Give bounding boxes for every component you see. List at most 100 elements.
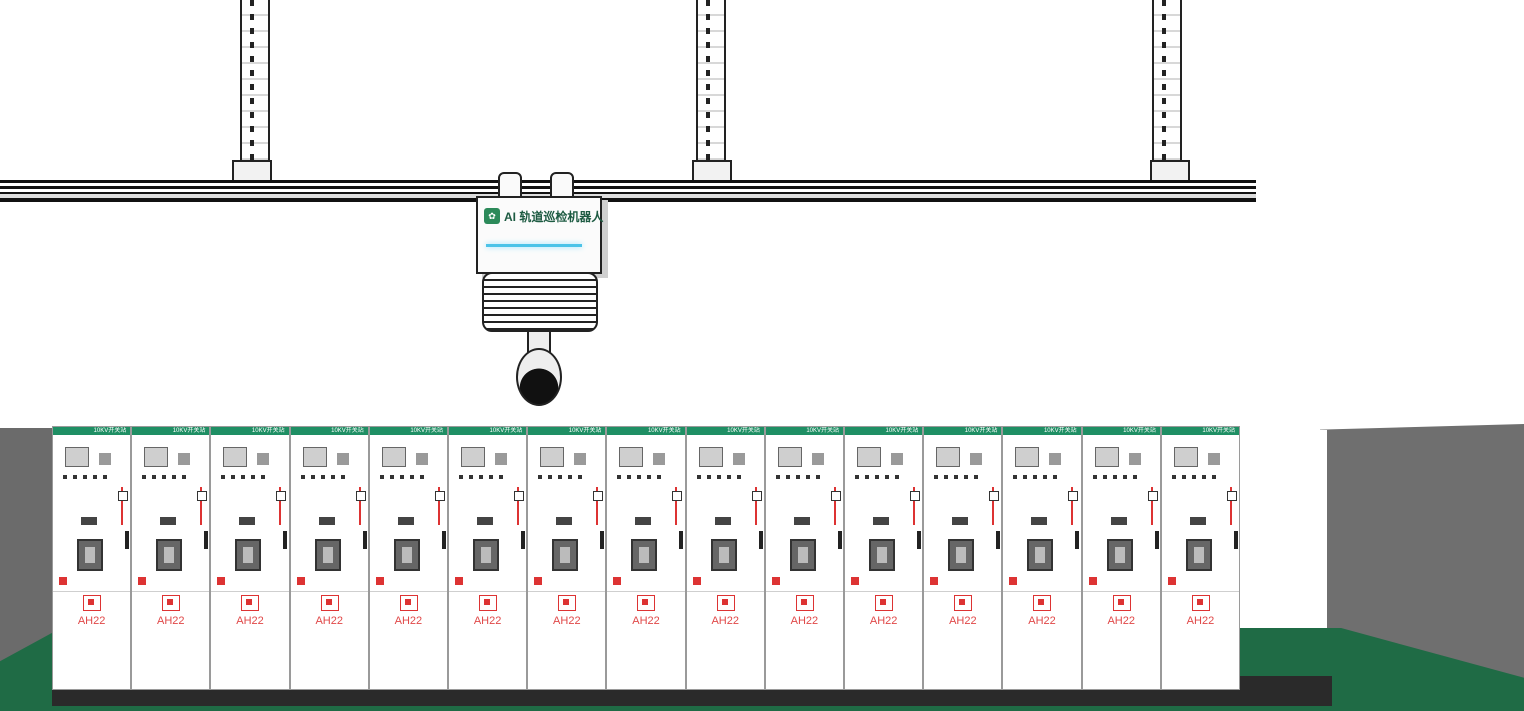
ceiling-column bbox=[1152, 0, 1182, 180]
cabinet-header: 10KV开关站 bbox=[845, 427, 923, 435]
breaker-window-icon bbox=[393, 539, 420, 571]
cabinet-switch-icon bbox=[477, 517, 494, 525]
cabinet-header: 10KV开关站 bbox=[369, 427, 448, 435]
ceiling-column bbox=[696, 0, 726, 180]
cabinet-switch-icon bbox=[635, 517, 652, 525]
inspection-rail-track bbox=[0, 180, 1256, 202]
cabinet-display-icon bbox=[857, 447, 882, 467]
warning-icon bbox=[771, 577, 780, 585]
cabinet-indicator-line bbox=[1068, 487, 1079, 525]
cabinet-display-icon bbox=[144, 447, 169, 467]
cabinet-label: AH22 bbox=[1107, 615, 1135, 627]
switchgear-cabinet[interactable]: 10KV开关站 AH22 bbox=[289, 426, 369, 690]
cabinet-door-handle bbox=[837, 531, 842, 549]
danger-sign-icon bbox=[1191, 595, 1210, 611]
cabinet-meter-icon bbox=[99, 453, 111, 465]
cabinet-knobs bbox=[300, 475, 347, 479]
dome-camera-icon[interactable] bbox=[516, 348, 562, 406]
cabinet-header: 10KV开关站 bbox=[765, 427, 844, 435]
cabinet-indicator-line bbox=[672, 487, 683, 525]
cabinet-display-icon bbox=[223, 447, 248, 467]
cabinet-divider bbox=[53, 591, 131, 592]
cabinet-knobs bbox=[1092, 475, 1139, 479]
cabinet-indicator-line bbox=[751, 487, 762, 525]
switchgear-cabinet-row: 10KV开关站 AH22 10KV开关站 AH22 10KV开关站 AH22 10KV开关站… bbox=[52, 426, 1241, 690]
warning-icon bbox=[930, 577, 939, 585]
breaker-window-icon bbox=[156, 539, 183, 571]
cabinet-header: 10KV开关站 bbox=[686, 427, 764, 435]
switchgear-cabinet[interactable]: 10KV开关站 AH22 bbox=[685, 426, 765, 690]
inspection-robot-body[interactable]: ✿ AI 轨道巡检机器人 bbox=[476, 196, 604, 274]
warning-icon bbox=[375, 577, 384, 585]
cabinet-meter-icon bbox=[415, 453, 428, 465]
warning-icon bbox=[851, 577, 860, 585]
cabinet-header: 10KV开关站 bbox=[290, 427, 368, 435]
cabinet-divider bbox=[211, 591, 289, 592]
cabinet-knobs bbox=[855, 475, 902, 479]
cabinet-display-icon bbox=[65, 447, 89, 467]
cabinet-display-icon bbox=[936, 447, 961, 467]
cabinet-switch-icon bbox=[81, 517, 97, 525]
warning-icon bbox=[692, 577, 701, 585]
danger-sign-icon bbox=[637, 595, 656, 611]
cabinet-indicator-line bbox=[1226, 487, 1237, 525]
danger-sign-icon bbox=[241, 595, 260, 611]
warning-icon bbox=[1009, 577, 1018, 585]
warning-icon bbox=[217, 577, 226, 585]
cabinet-indicator-line bbox=[593, 487, 604, 525]
cabinet-divider bbox=[686, 591, 764, 592]
cabinet-label: AH22 bbox=[315, 615, 343, 627]
cabinet-indicator-line bbox=[1147, 487, 1158, 525]
cabinet-divider bbox=[132, 591, 210, 592]
danger-sign-icon bbox=[479, 595, 498, 611]
cabinet-door-handle bbox=[441, 531, 446, 549]
cabinet-knobs bbox=[617, 475, 664, 479]
cabinet-display-icon bbox=[1173, 447, 1198, 467]
cabinet-door-handle bbox=[1154, 531, 1159, 549]
danger-sign-icon bbox=[399, 595, 418, 611]
cabinet-meter-icon bbox=[653, 453, 666, 465]
breaker-window-icon bbox=[948, 539, 975, 571]
cabinet-switch-icon bbox=[556, 517, 573, 525]
breaker-window-icon bbox=[473, 539, 500, 571]
cabinet-label: AH22 bbox=[711, 615, 739, 627]
cabinet-label: AH22 bbox=[949, 615, 977, 627]
robot-title: AI 轨道巡检机器人 bbox=[504, 210, 604, 224]
warning-icon bbox=[1088, 577, 1097, 585]
breaker-window-icon bbox=[235, 539, 262, 571]
cabinet-meter-icon bbox=[336, 453, 349, 465]
robot-status-light bbox=[486, 244, 582, 247]
cabinet-indicator-line bbox=[276, 487, 287, 525]
cabinet-indicator-line bbox=[514, 487, 525, 525]
cabinet-display-icon bbox=[540, 447, 565, 467]
cabinet-knobs bbox=[696, 475, 743, 479]
danger-sign-icon bbox=[1033, 595, 1052, 611]
cabinet-indicator-line bbox=[434, 487, 445, 525]
cabinet-divider bbox=[607, 591, 685, 592]
cabinet-knobs bbox=[63, 475, 109, 479]
cabinet-switch-icon bbox=[1189, 517, 1206, 525]
cabinet-meter-icon bbox=[574, 453, 587, 465]
cabinet-meter-icon bbox=[1207, 453, 1220, 465]
danger-sign-icon bbox=[162, 595, 181, 611]
cabinet-divider bbox=[845, 591, 923, 592]
cabinet-switch-icon bbox=[873, 517, 890, 525]
breaker-window-icon bbox=[1185, 539, 1212, 571]
cabinet-door-handle bbox=[283, 531, 288, 549]
cabinet-switch-icon bbox=[397, 517, 414, 525]
cabinet-door-handle bbox=[125, 531, 129, 549]
cabinet-divider bbox=[1161, 591, 1240, 592]
